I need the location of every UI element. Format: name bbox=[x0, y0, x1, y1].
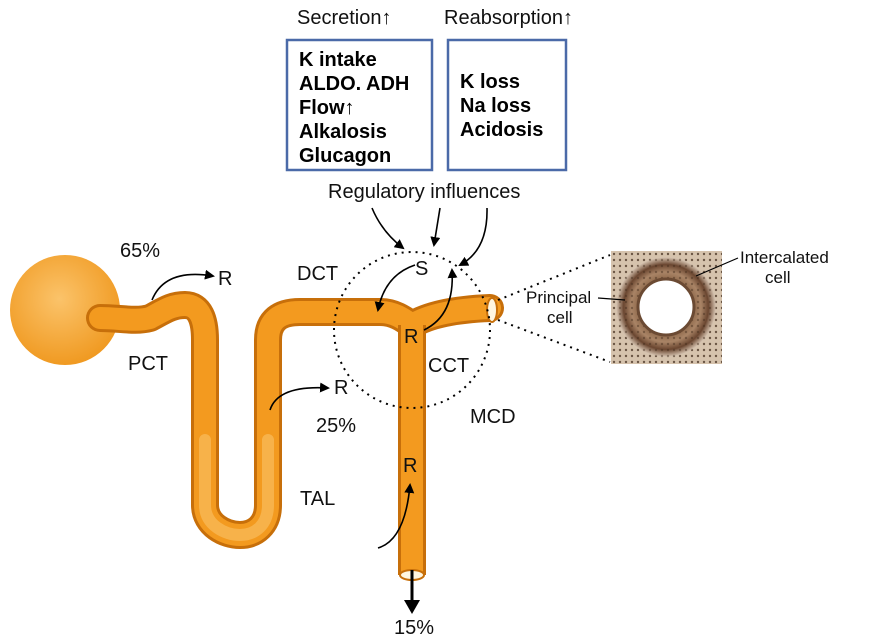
secretion-title: Secretion↑ bbox=[297, 7, 392, 29]
principal-label-line2: cell bbox=[547, 308, 573, 327]
dct-label: DCT bbox=[297, 263, 338, 285]
tal-label: TAL bbox=[300, 488, 335, 510]
micrograph bbox=[611, 251, 722, 364]
pct-percent: 65% bbox=[120, 240, 160, 262]
reabsorption-item: Na loss bbox=[460, 95, 531, 117]
duct-lumen bbox=[636, 277, 696, 337]
r-marker-cct: R bbox=[404, 326, 418, 348]
pct-reabsorption-arrow bbox=[151, 269, 215, 301]
secretion-item: Alkalosis bbox=[299, 121, 387, 143]
pct-label: PCT bbox=[128, 353, 168, 375]
regulatory-influences-label: Regulatory influences bbox=[328, 181, 520, 203]
final-percent: 15% bbox=[394, 617, 434, 639]
loop-reabsorption-arrow bbox=[269, 382, 330, 411]
r-marker-mcd: R bbox=[403, 455, 417, 477]
secretion-box bbox=[285, 38, 434, 172]
intercalated-pointer bbox=[695, 257, 739, 277]
intercalated-label-line2: cell bbox=[765, 268, 791, 287]
s-marker-cct: S bbox=[415, 258, 428, 280]
regulatory-arrow bbox=[458, 207, 488, 266]
intercalated-label-line1: Intercalated bbox=[740, 248, 829, 267]
secretion-item: Flow↑ bbox=[299, 97, 355, 119]
tubule-open-end bbox=[486, 297, 498, 323]
secretion-item: Glucagon bbox=[299, 145, 391, 167]
regulatory-arrow bbox=[430, 207, 441, 247]
reabsorption-item: K loss bbox=[460, 71, 520, 93]
zoom-line-bottom bbox=[497, 319, 611, 363]
mcd-label: MCD bbox=[470, 406, 516, 428]
cct-focus-circle bbox=[333, 251, 491, 409]
cct-label: CCT bbox=[428, 355, 469, 377]
loop-percent: 25% bbox=[316, 415, 356, 437]
reabsorption-box bbox=[446, 38, 568, 172]
principal-label-line1: Principal bbox=[526, 288, 591, 307]
nephron-tubule bbox=[10, 255, 504, 581]
r-marker-pct: R bbox=[218, 268, 232, 290]
cct-reabsorption-arrow bbox=[423, 268, 458, 331]
mcd-reabsorption-arrow bbox=[377, 483, 415, 549]
principal-pointer bbox=[597, 297, 626, 301]
secretion-item: ALDO. ADH bbox=[299, 73, 409, 95]
reabsorption-item: Acidosis bbox=[460, 119, 543, 141]
regulatory-arrow bbox=[371, 207, 405, 250]
cct-secretion-arrow bbox=[374, 264, 416, 312]
secretion-item: K intake bbox=[299, 49, 377, 71]
r-marker-loop: R bbox=[334, 377, 348, 399]
outflow-arrow-head bbox=[404, 600, 420, 614]
reabsorption-title: Reabsorption↑ bbox=[444, 7, 573, 29]
glomerulus bbox=[10, 255, 120, 365]
